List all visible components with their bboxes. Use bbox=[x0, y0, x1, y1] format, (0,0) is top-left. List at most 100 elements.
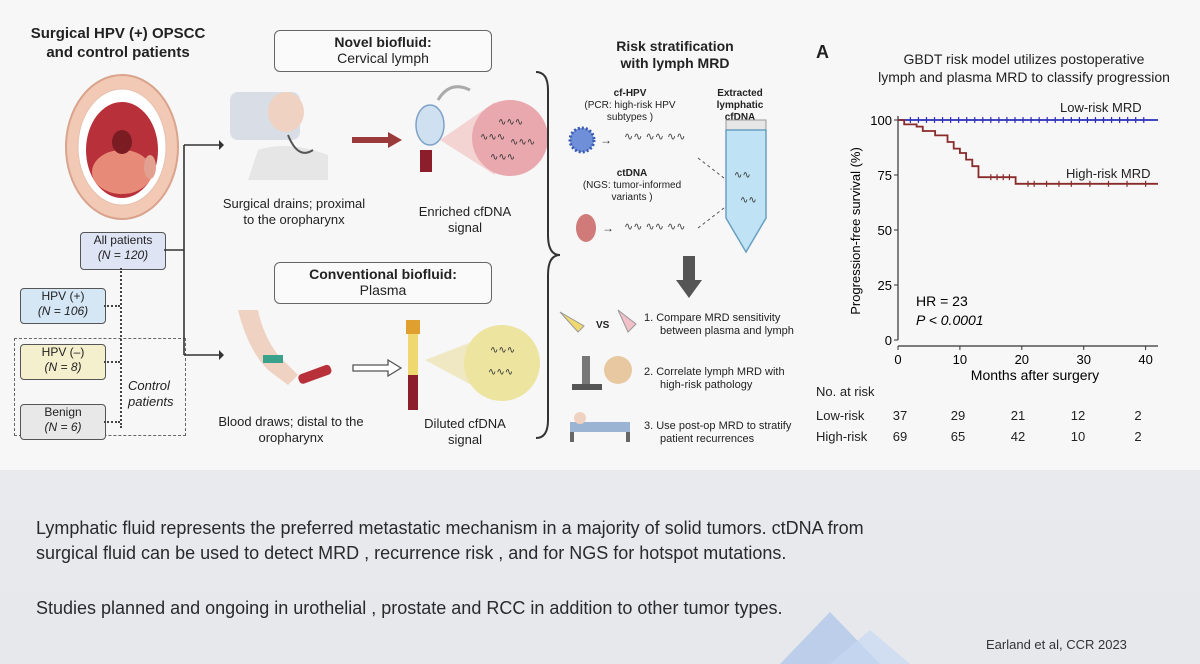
drains-caption-line2: to the oropharynx bbox=[243, 212, 345, 227]
at-risk-cell: 10 bbox=[1070, 429, 1086, 444]
km-y-axis-label: Progression-free survival (%) bbox=[848, 147, 863, 315]
hpv-negative-label: HPV (–) bbox=[41, 345, 85, 359]
step1: 1. Compare MRD sensitivity between plasm… bbox=[644, 312, 794, 338]
blood-caption-line1: Blood draws; distal to the bbox=[218, 414, 364, 429]
cf-hpv-label: cf-HPV (PCR: high-risk HPV subtypes ) bbox=[570, 88, 690, 124]
at-risk-cell: 2 bbox=[1134, 429, 1142, 444]
drains-caption: Surgical drains; proximal to the orophar… bbox=[214, 196, 374, 228]
x-tick-label: 20 bbox=[1015, 352, 1029, 367]
y-tick-label: 75 bbox=[878, 168, 892, 183]
svg-text:∿∿∿: ∿∿∿ bbox=[498, 117, 523, 128]
y-tick-label: 50 bbox=[878, 223, 892, 238]
at-risk-cell: 12 bbox=[1070, 408, 1086, 423]
control-line1: Control bbox=[128, 378, 170, 393]
svg-text:∿∿ ∿∿ ∿∿: ∿∿ ∿∿ ∿∿ bbox=[624, 131, 685, 143]
all-patients-count: (N = 120) bbox=[97, 248, 149, 262]
open-mouth-illustration bbox=[65, 74, 179, 220]
risk-title: Risk stratification with lymph MRD bbox=[600, 38, 750, 72]
novel-title: Novel biofluid: bbox=[334, 34, 432, 50]
at-risk-cell: 65 bbox=[950, 429, 966, 444]
body-text-line2: surgical fluid can be used to detect MRD… bbox=[36, 543, 787, 563]
tumor-to-dna-illustration: → ∿∿ ∿∿ ∿∿ bbox=[576, 214, 685, 242]
all-patients-box: All patients (N = 120) bbox=[80, 232, 166, 270]
at-risk-cell: 42 bbox=[1010, 429, 1026, 444]
hollow-arrow-right bbox=[352, 358, 402, 378]
y-tick-label: 25 bbox=[878, 278, 892, 293]
hpv-positive-count: (N = 106) bbox=[37, 304, 89, 318]
cf-hpv-line3: subtypes ) bbox=[606, 112, 654, 123]
km-title-line2: lymph and plasma MRD to classify progres… bbox=[878, 69, 1170, 85]
extracted-line1: Extracted bbox=[717, 88, 763, 99]
virus-to-dna-illustration: → ∿∿ ∿∿ ∿∿ bbox=[568, 126, 685, 154]
novel-biofluid-box: Novel biofluid: Cervical lymph bbox=[274, 30, 492, 72]
benign-count: (N = 6) bbox=[44, 420, 82, 434]
body-text-paragraph-2: Studies planned and ongoing in urothelia… bbox=[36, 598, 783, 618]
x-tick-label: 40 bbox=[1138, 352, 1152, 367]
svg-text:∿∿∿: ∿∿∿ bbox=[510, 137, 535, 148]
drains-caption-line1: Surgical drains; proximal bbox=[222, 196, 366, 211]
figure-panel bbox=[0, 0, 1200, 470]
diluted-line2: signal bbox=[448, 432, 482, 447]
y-tick-label: 0 bbox=[885, 333, 892, 348]
left-title: Surgical HPV (+) OPSCC and control patie… bbox=[18, 24, 218, 62]
at-risk-row-label: High-risk bbox=[816, 429, 868, 444]
control-line2: patients bbox=[128, 394, 174, 409]
citation: Earland et al, CCR 2023 bbox=[986, 637, 1127, 652]
step2-line2: high-risk pathology bbox=[660, 379, 753, 391]
step2-line1: 2. Correlate lymph MRD with bbox=[644, 366, 785, 378]
svg-text:∿∿∿: ∿∿∿ bbox=[480, 132, 505, 143]
svg-text:→: → bbox=[602, 221, 614, 235]
km-x-axis-label: Months after surgery bbox=[971, 367, 1099, 383]
patient-in-bed-illustration bbox=[230, 92, 328, 180]
step3: 3. Use post-op MRD to stratify patient r… bbox=[644, 420, 791, 446]
diluted-caption: Diluted cfDNA signal bbox=[410, 416, 520, 448]
enriched-line1: Enriched cfDNA bbox=[418, 204, 512, 219]
drain-bulb-illustration: ∿∿∿ ∿∿∿ ∿∿∿ ∿∿∿ bbox=[415, 85, 548, 176]
x-tick-label: 0 bbox=[894, 352, 901, 367]
svg-text:→: → bbox=[600, 133, 612, 147]
conventional-title: Conventional biofluid: bbox=[309, 266, 457, 282]
low-risk-series-label: Low-risk MRD bbox=[1060, 100, 1142, 115]
blood-tube-illustration: ∿∿∿ ∿∿∿ bbox=[406, 320, 540, 410]
novel-subtitle: Cervical lymph bbox=[337, 50, 429, 66]
hpv-positive-connector bbox=[104, 305, 120, 307]
extracted-line3: cfDNA bbox=[724, 112, 756, 123]
hpv-negative-count: (N = 8) bbox=[44, 360, 82, 374]
blood-caption-line2: oropharynx bbox=[258, 430, 324, 445]
extracted-line2: lymphatic bbox=[716, 100, 764, 111]
ctdna-line3: variants ) bbox=[611, 192, 653, 203]
extracted-label: Extracted lymphatic cfDNA bbox=[700, 88, 780, 124]
panel-letter: A bbox=[816, 42, 829, 62]
hpv-negative-connector bbox=[104, 361, 120, 363]
svg-text:∿∿ ∿∿ ∿∿: ∿∿ ∿∿ ∿∿ bbox=[624, 221, 685, 233]
curly-brace bbox=[535, 71, 561, 439]
enriched-caption: Enriched cfDNA signal bbox=[410, 204, 520, 236]
benign-connector bbox=[104, 421, 120, 423]
km-title-line1: GBDT risk model utilizes postoperative bbox=[903, 51, 1145, 67]
conventional-subtitle: Plasma bbox=[359, 282, 407, 298]
svg-text:∿∿∿: ∿∿∿ bbox=[488, 367, 513, 378]
p-value-annotation: P < 0.0001 bbox=[916, 312, 984, 328]
at-risk-cell: 69 bbox=[892, 429, 908, 444]
tubes-vs-illustration bbox=[559, 309, 637, 333]
body-text-line1: Lymphatic fluid represents the preferred… bbox=[36, 518, 864, 538]
svg-text:∿∿: ∿∿ bbox=[740, 195, 757, 206]
branch-bracket bbox=[164, 140, 224, 360]
x-tick-label: 30 bbox=[1076, 352, 1090, 367]
hospital-bed-illustration bbox=[570, 412, 630, 442]
at-risk-row-label: Low-risk bbox=[816, 408, 865, 423]
ctdna-line2: (NGS: tumor-informed bbox=[582, 180, 682, 191]
y-tick-label: 100 bbox=[870, 113, 892, 128]
enriched-line2: signal bbox=[448, 220, 482, 235]
at-risk-cell: 2 bbox=[1134, 408, 1142, 423]
hpv-positive-label: HPV (+) bbox=[41, 289, 85, 303]
microscope-illustration bbox=[572, 356, 632, 390]
at-risk-title: No. at risk bbox=[816, 384, 875, 399]
cf-hpv-line1: cf-HPV bbox=[613, 88, 647, 99]
vs-label: VS bbox=[596, 320, 610, 331]
blood-caption: Blood draws; distal to the oropharynx bbox=[206, 414, 376, 446]
risk-title-line1: Risk stratification bbox=[616, 38, 734, 54]
benign-box: Benign (N = 6) bbox=[20, 404, 106, 440]
